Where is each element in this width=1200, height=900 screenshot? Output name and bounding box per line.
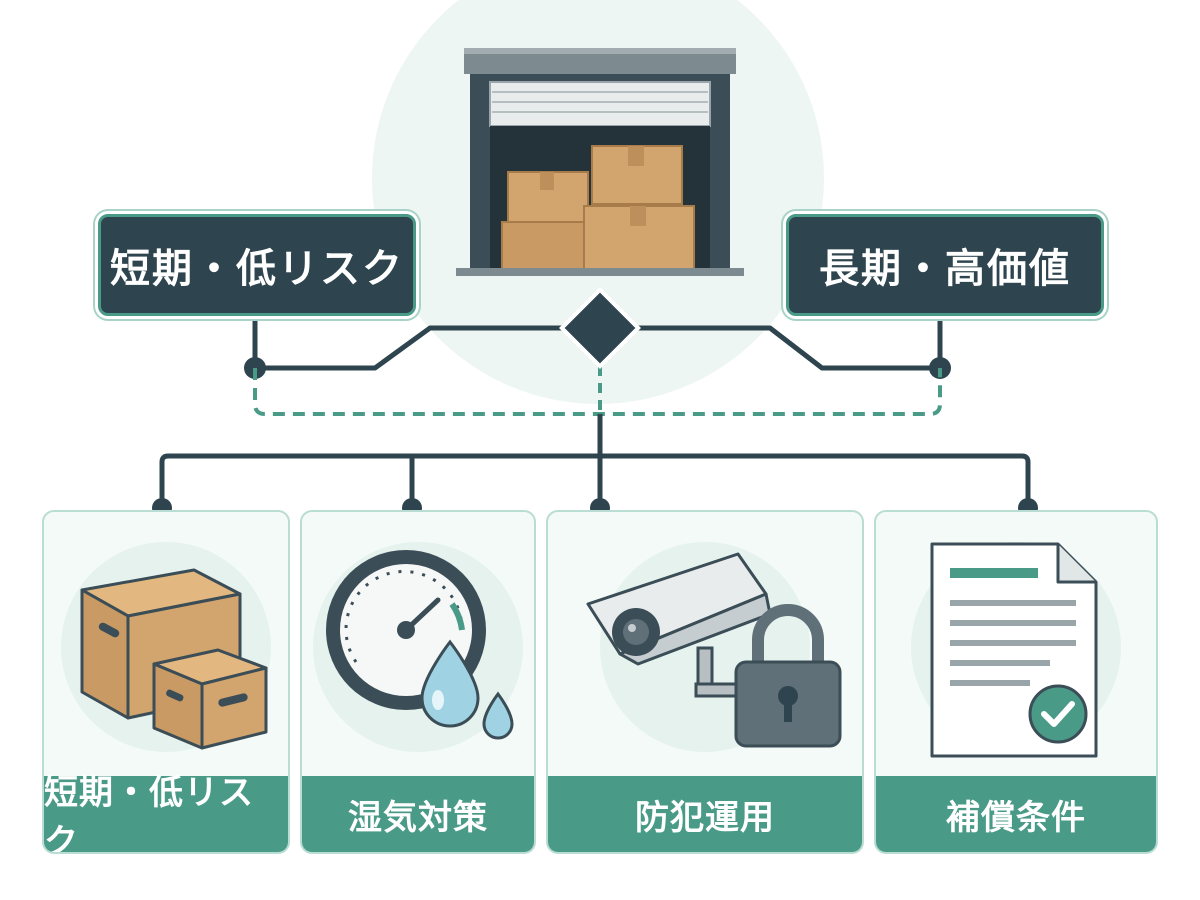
- humidity-gauge-icon: [326, 550, 514, 740]
- security-camera-lock-icon: [586, 552, 842, 748]
- card-label: 短期・低リスク: [44, 773, 288, 852]
- card-label: 補償条件: [876, 776, 1156, 852]
- card-label: 防犯運用: [548, 776, 862, 852]
- contract-document-check-icon: [930, 542, 1098, 758]
- long-term-high-value-label: 長期・高価値: [786, 214, 1104, 316]
- card-humidity-control: 湿気対策: [300, 510, 536, 854]
- decision-diamond-icon: [558, 286, 642, 370]
- storage-unit-icon: [456, 48, 744, 276]
- card-compensation-terms: 補償条件: [874, 510, 1158, 854]
- short-term-low-risk-label: 短期・低リスク: [98, 214, 416, 316]
- card-short-term-low-risk: 短期・低リスク: [42, 510, 290, 854]
- card-label: 湿気対策: [302, 776, 534, 852]
- card-security-operation: 防犯運用: [546, 510, 864, 854]
- cardboard-boxes-icon: [80, 568, 268, 750]
